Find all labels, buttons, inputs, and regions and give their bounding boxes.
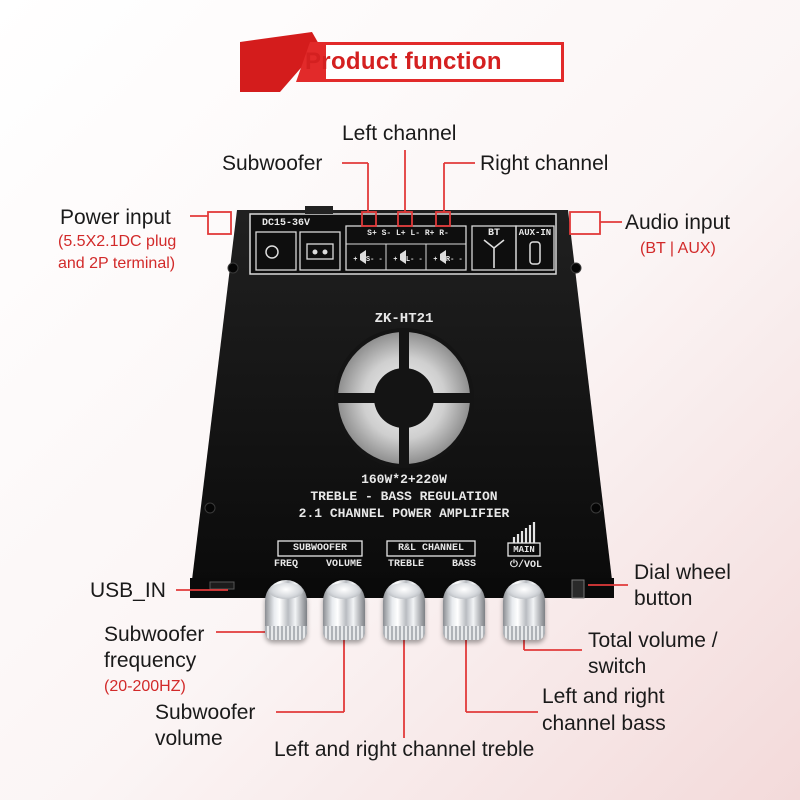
spec-line-2: TREBLE - BASS REGULATION [310, 489, 498, 504]
knob-label-bass: BASS [451, 559, 476, 570]
callout-total-vol-2: switch [588, 655, 647, 678]
callout-sub-freq-1: Subwoofer [104, 623, 205, 646]
callout-right-channel: Right channel [480, 152, 609, 175]
speaker-marker-s: + -S- - [353, 256, 383, 264]
freq-knob[interactable] [265, 580, 307, 640]
speaker-marker-r: + -R- - [433, 256, 463, 264]
callout-lr-treble: Left and right channel treble [274, 738, 535, 761]
banner-shape [240, 32, 564, 92]
callout-total-vol-1: Total volume / [588, 629, 718, 652]
callout-dial-2: button [634, 587, 693, 610]
dial-wheel [571, 579, 585, 599]
group-main: MAIN [513, 545, 535, 555]
callout-usb-in: USB_IN [90, 579, 166, 602]
callout-power-input: Power input [60, 206, 171, 229]
knob-label-main: ⏻/VOL [510, 560, 542, 571]
main-volume-knob[interactable] [503, 580, 545, 640]
volume-knob[interactable] [323, 580, 365, 640]
callout-power-note-1: (5.5X2.1DC plug [58, 233, 177, 250]
model-label: ZK-HT21 [374, 311, 434, 327]
callout-dial-1: Dial wheel [634, 561, 731, 584]
callout-power-note-2: and 2P terminal) [58, 255, 176, 272]
treble-knob[interactable] [383, 580, 425, 640]
callout-lr-bass-1: Left and right [542, 685, 665, 708]
group-rl-channel: R&L CHANNEL [397, 543, 464, 554]
callout-sub-freq-note: (20-200HZ) [104, 678, 186, 695]
knob-label-volume: VOLUME [325, 559, 362, 570]
callout-lr-bass-2: channel bass [542, 712, 666, 735]
bass-knob[interactable] [443, 580, 485, 640]
knob-label-freq: FREQ [273, 559, 298, 570]
callout-sub-vol-2: volume [155, 727, 223, 750]
terminal-silk: S+ S- L+ L- R+ R- [367, 229, 449, 238]
banner-title: Product function [305, 48, 502, 75]
callout-left-channel: Left channel [342, 122, 457, 145]
power-silk: DC15-36V [262, 218, 311, 229]
aux-silk: AUX-IN [518, 228, 552, 238]
usb-port [209, 581, 235, 590]
callout-audio-note: (BT | AUX) [640, 240, 716, 257]
group-subwoofer: SUBWOOFER [292, 543, 347, 554]
speaker-marker-l: + -L- - [393, 256, 423, 264]
callout-audio-input: Audio input [625, 211, 731, 234]
bt-silk: BT [487, 228, 500, 239]
knob-label-treble: TREBLE [387, 559, 424, 570]
callout-sub-freq-2: frequency [104, 649, 197, 672]
spec-line-3: 2.1 CHANNEL POWER AMPLIFIER [298, 506, 510, 521]
callout-subwoofer: Subwoofer [222, 152, 323, 175]
callout-sub-vol-1: Subwoofer [155, 701, 256, 724]
spec-line-1: 160W*2+220W [361, 472, 447, 487]
